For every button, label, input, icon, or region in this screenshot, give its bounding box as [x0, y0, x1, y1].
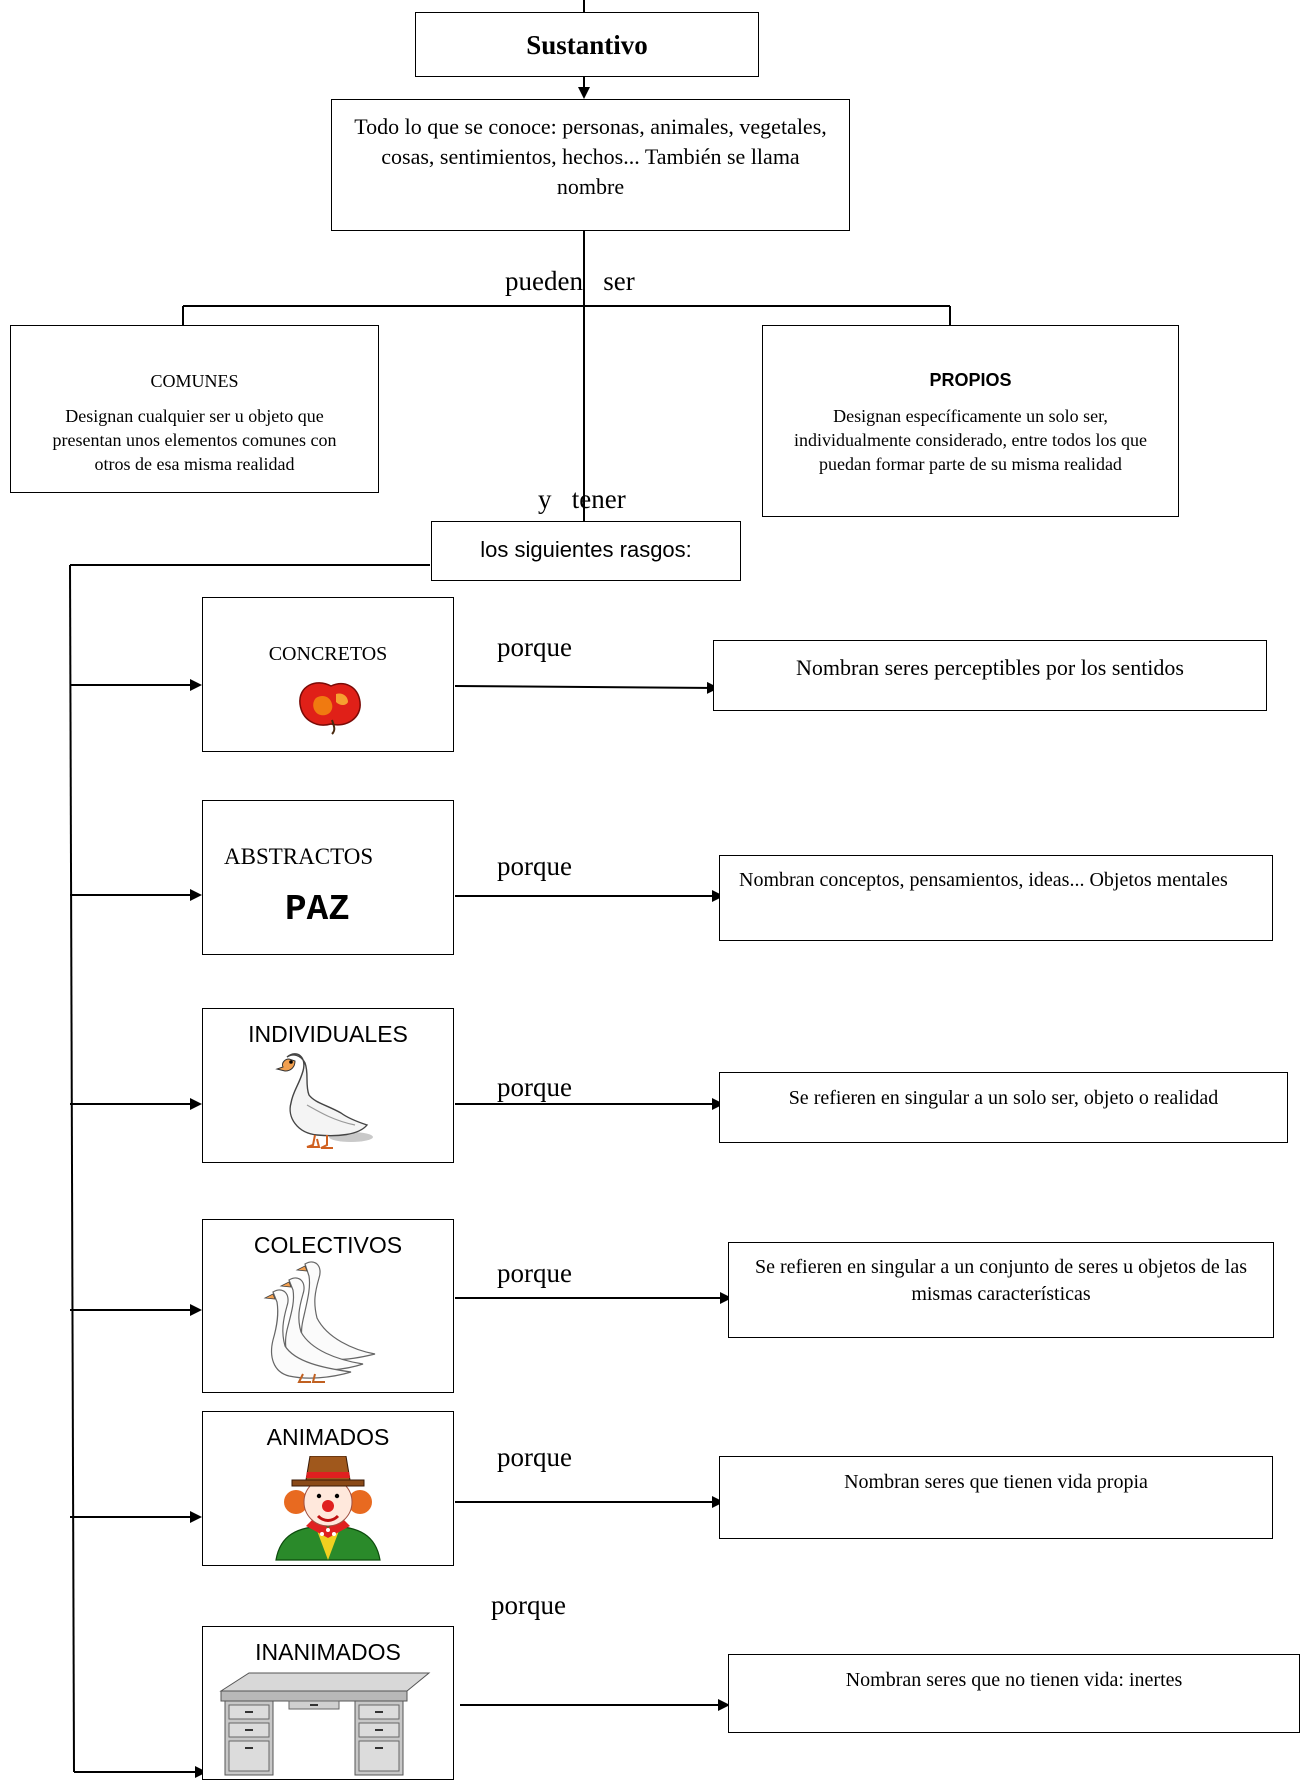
propios-box: PROPIOS Designan específicamente un solo…: [762, 325, 1179, 517]
rasgos-label: los siguientes rasgos:: [480, 537, 692, 562]
desk-icon: [219, 1672, 431, 1776]
propios-description: Designan específicamente un solo ser, in…: [794, 406, 1147, 474]
connector-porque: porque: [497, 632, 572, 662]
category-title: ABSTRACTOS: [224, 844, 374, 869]
description-box-concretos: Nombran seres perceptibles por los senti…: [713, 640, 1267, 711]
description-box-individuales: Se refieren en singular a un solo ser, o…: [719, 1072, 1288, 1143]
comunes-title: COMUNES: [150, 371, 239, 391]
definition-text: Todo lo que se conoce: personas, animale…: [354, 114, 827, 199]
connector-porque: porque: [497, 1072, 572, 1102]
description-box-inanimados: Nombran seres que no tienen vida: inerte…: [728, 1654, 1300, 1733]
title-box: Sustantivo: [415, 12, 759, 77]
category-box-animados: ANIMADOS: [202, 1411, 454, 1566]
category-title: INANIMADOS: [255, 1639, 401, 1665]
category-description: Nombran conceptos, pensamientos, ideas..…: [739, 869, 1228, 891]
goose-icon: [275, 1053, 373, 1149]
abstract-word-paz: PAZ: [285, 889, 350, 930]
connector-pueden-ser: pueden ser: [505, 266, 635, 296]
category-box-colectivos: COLECTIVOS: [202, 1219, 454, 1393]
rasgos-box: los siguientes rasgos:: [431, 521, 741, 581]
category-box-abstractos: ABSTRACTOS PAZ: [202, 800, 454, 955]
connector-porque: porque: [491, 1590, 566, 1620]
porque-arrow-concretos: [454, 681, 719, 694]
connector-porque: porque: [497, 1258, 572, 1288]
geese-group-icon: [263, 1261, 376, 1383]
category-title: ANIMADOS: [266, 1424, 390, 1450]
connector-porque: porque: [497, 851, 572, 881]
category-description: Nombran seres perceptibles por los senti…: [796, 655, 1184, 680]
category-description: Nombran seres que tienen vida propia: [844, 1471, 1148, 1493]
category-title: COLECTIVOS: [253, 1232, 403, 1258]
description-box-abstractos: Nombran conceptos, pensamientos, ideas..…: [719, 855, 1273, 941]
category-title: INDIVIDUALES: [248, 1021, 408, 1047]
description-box-animados: Nombran seres que tienen vida propia: [719, 1456, 1273, 1539]
apple-icon: [299, 682, 361, 735]
category-title: CONCRETOS: [268, 643, 388, 665]
propios-title: PROPIOS: [929, 370, 1012, 390]
category-box-individuales: INDIVIDUALES: [202, 1008, 454, 1163]
definition-box: Todo lo que se conoce: personas, animale…: [331, 99, 850, 231]
category-box-inanimados: INANIMADOS: [202, 1626, 454, 1780]
comunes-description: Designan cualquier ser u objeto que pres…: [52, 406, 337, 474]
connector-y-tener: y tener: [538, 484, 626, 514]
category-description: Se refieren en singular a un conjunto de…: [754, 1256, 1248, 1305]
clown-icon: [275, 1456, 381, 1561]
page-title: Sustantivo: [526, 30, 648, 60]
category-box-concretos: CONCRETOS: [202, 597, 454, 752]
description-box-colectivos: Se refieren en singular a un conjunto de…: [728, 1242, 1274, 1338]
connector-porque: porque: [497, 1442, 572, 1472]
category-description: Nombran seres que no tienen vida: inerte…: [845, 1669, 1183, 1691]
category-description: Se refieren en singular a un solo ser, o…: [788, 1087, 1219, 1109]
left-vertical-line: [69, 564, 75, 1773]
comunes-box: COMUNES Designan cualquier ser u objeto …: [10, 325, 379, 493]
